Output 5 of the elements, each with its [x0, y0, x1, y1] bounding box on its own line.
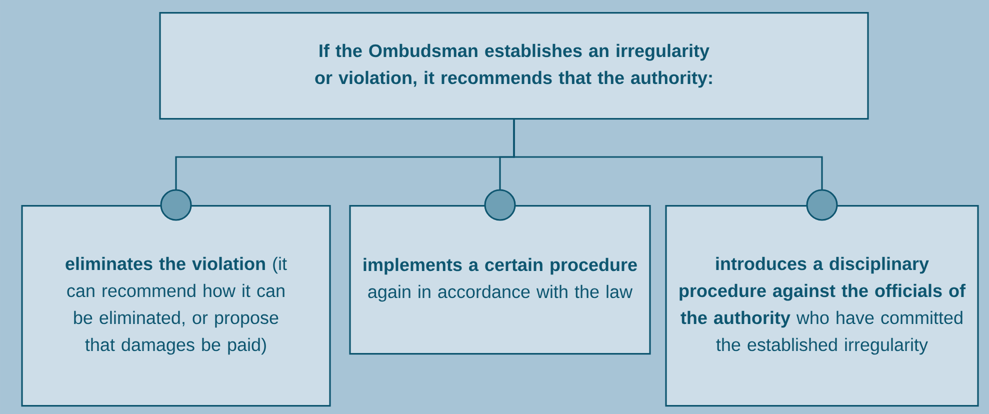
text-box: implements a certain procedure again in accordance with the law: [349, 205, 651, 355]
text-box: If the Ombudsman establishes an irregularity or violation, it recommends that the authority:: [159, 12, 869, 120]
text-box: introduces a disciplinary procedure against the officials of the authority who have committed the established irregularity: [665, 205, 979, 407]
connector: [513, 120, 838, 221]
text-box: eliminates the violation (it can recommend how it can be eliminated, or propose that damages be paid): [21, 205, 331, 407]
